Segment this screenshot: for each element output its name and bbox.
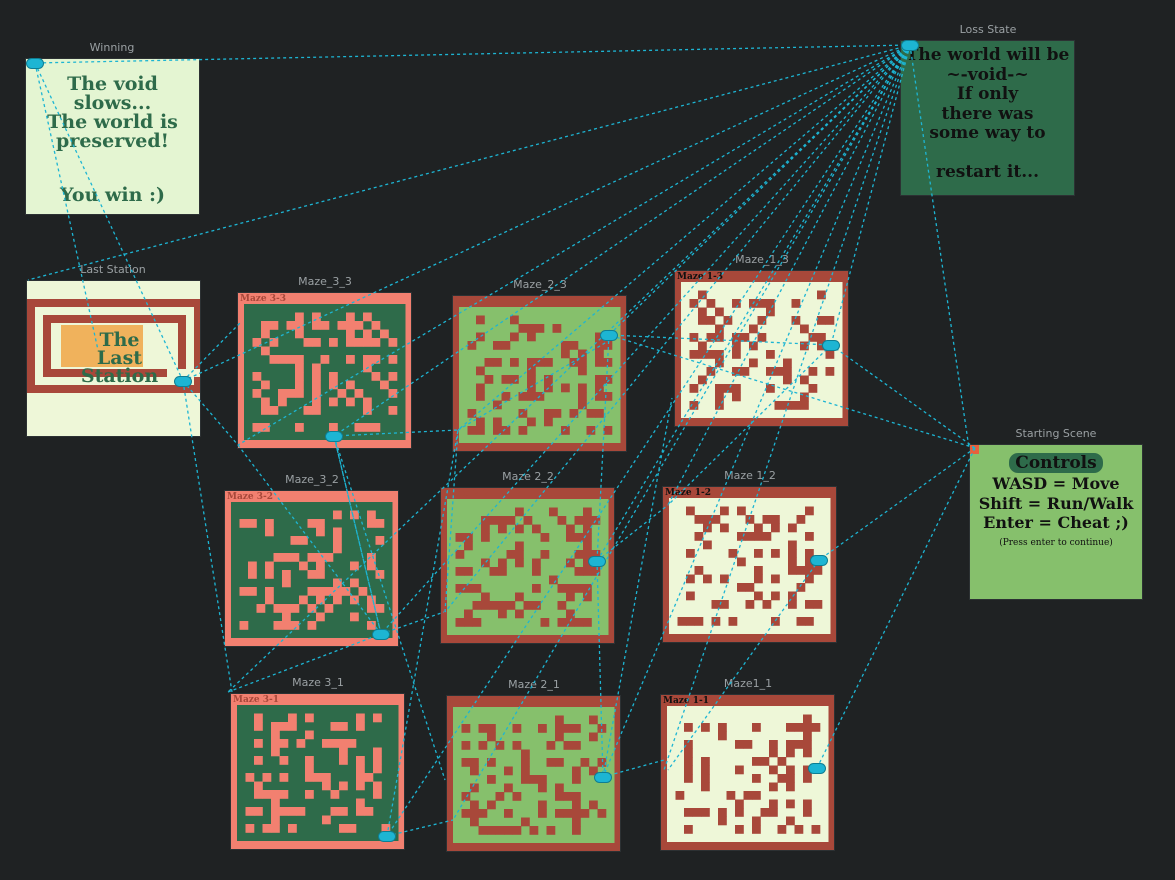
scene-maze-2-1[interactable]: Maze 2-1 [446, 695, 621, 852]
loss-line-5: some way to [929, 123, 1046, 143]
maze-label: Maze 2-2 [443, 489, 490, 499]
scene-title-starting: Starting Scene [1015, 427, 1097, 440]
maze-grid [237, 705, 399, 841]
scene-title-maze: Maze 2_2 [502, 470, 554, 483]
loss-line-4: there was [941, 103, 1034, 124]
scene-title-maze: Maze_3_3 [298, 275, 352, 288]
scene-loss-state[interactable]: The world will be ~-void-~ If only there… [900, 40, 1075, 196]
maze-label: Maze 3-1 [233, 695, 280, 705]
link-line [818, 447, 976, 561]
scene-maze-1-3[interactable]: Maze 1-3 [674, 270, 849, 427]
loss-line-2: ~-void-~ [946, 64, 1029, 85]
scene-title-winning: Winning [89, 41, 135, 54]
node-maze-2-2[interactable] [589, 557, 605, 566]
controls-line-3: Enter = Cheat ;) [983, 513, 1129, 532]
controls-heading: Controls [1009, 453, 1103, 473]
maze-grid [681, 282, 843, 418]
loss-line-1: The world will be [905, 45, 1070, 65]
node-maze-1-1[interactable] [809, 764, 825, 773]
scene-maze-2-2[interactable]: Maze 2-2 [440, 487, 615, 644]
maze-label: Maze 3-2 [227, 492, 274, 502]
scene-title-last-station: Last Station [80, 263, 146, 276]
maze-label: Maze 1-3 [677, 272, 724, 282]
winning-line-3: preserved! [56, 130, 169, 152]
node-maze-2-1[interactable] [595, 773, 611, 782]
scene-title-maze: Maze 1_2 [724, 469, 776, 482]
node-maze-1-2[interactable] [811, 556, 827, 565]
maze-label: Maze 1-1 [663, 696, 710, 706]
maze-label: Maze 2-1 [449, 697, 496, 707]
scene-title-maze: Maze1_1 [723, 677, 773, 690]
scene-last-station[interactable]: The Last Station [26, 280, 201, 437]
controls-line-2: Shift = Run/Walk [978, 493, 1134, 513]
link-line [816, 447, 976, 769]
node-maze-3-2[interactable] [373, 630, 389, 639]
node-maze-3-3[interactable] [326, 432, 342, 441]
maze-grid [667, 706, 829, 842]
scene-title-maze: Maze_1_3 [735, 253, 789, 266]
node-maze-3-1[interactable] [379, 832, 395, 841]
controls-line-1: WASD = Move [992, 474, 1120, 493]
maze-label: Maze 3-3 [240, 294, 287, 304]
scene-winning[interactable]: The void slows... The world is preserved… [25, 58, 200, 215]
loss-line-6: restart it... [935, 161, 1039, 182]
last-station-line-2: Last Station [80, 347, 159, 387]
scene-maze-1-1[interactable]: Maze 1-1 [660, 694, 835, 851]
maze-grid [231, 502, 393, 638]
scene-title-maze: Maze 3_1 [292, 676, 344, 689]
maze-grid [669, 498, 831, 634]
maze-label: Maze 1-2 [665, 488, 712, 498]
scene-maze-3-3[interactable]: Maze 3-3 [237, 292, 412, 449]
link-line [830, 344, 976, 449]
winning-line-4: You win :) [59, 184, 166, 206]
loss-line-3: If only [956, 84, 1019, 104]
scene-starting[interactable]: Controls WASD = Move Shift = Run/Walk En… [969, 444, 1143, 600]
scene-maze-1-2[interactable]: Maze 1-2 [662, 486, 837, 643]
scene-maze-2-3[interactable]: Maze 2-3 [452, 295, 627, 452]
node-maze-1-3[interactable] [823, 341, 839, 350]
maze-label: Maze 2-3 [455, 297, 502, 307]
maze-grid [459, 307, 621, 443]
scene-maze-3-2[interactable]: Maze 3-2 [224, 490, 399, 647]
node-winning[interactable] [27, 59, 43, 68]
controls-note: (Press enter to continue) [999, 538, 1113, 548]
maze-grid [244, 304, 406, 440]
scene-maze-3-1[interactable]: Maze 3-1 [230, 693, 405, 850]
winning-line-1: The void slows... [67, 73, 158, 114]
node-maze-2-3[interactable] [601, 331, 617, 340]
scene-title-maze: Maze_2_3 [513, 278, 567, 291]
scene-title-loss: Loss State [959, 23, 1017, 36]
maze-grid [447, 499, 609, 635]
scene-title-maze: Maze 2_1 [508, 678, 560, 691]
scene-title-maze: Maze_3_2 [285, 473, 339, 486]
node-loss[interactable] [902, 41, 918, 50]
node-last-station[interactable] [175, 377, 191, 386]
